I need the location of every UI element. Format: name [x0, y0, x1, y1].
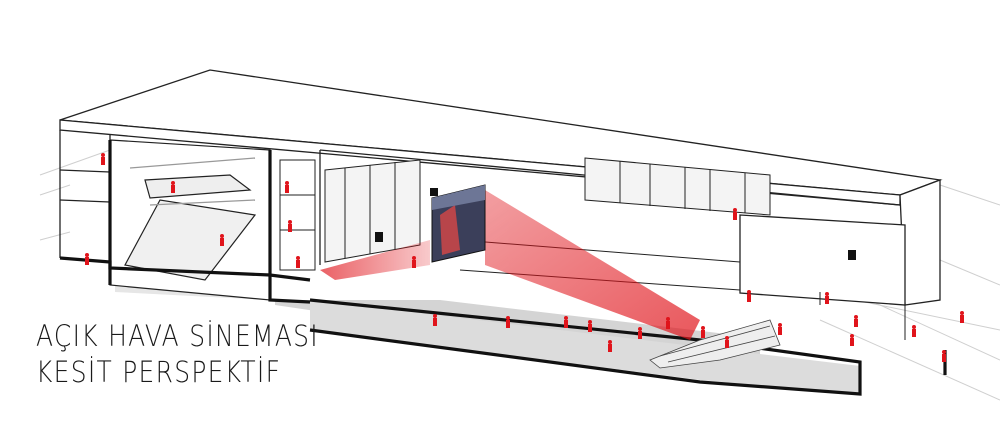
black-boxes: [375, 188, 856, 260]
auditorium: [109, 139, 271, 301]
person-icon: [825, 292, 829, 304]
person-icon: [101, 153, 105, 165]
glass-box-right: [584, 157, 771, 216]
person-icon: [285, 181, 289, 193]
projection-beams: [320, 190, 700, 340]
person-icon: [960, 311, 964, 323]
stalls-seats: [124, 199, 257, 281]
person-icon: [850, 334, 854, 346]
person-icon: [296, 256, 300, 268]
person-icon: [412, 256, 416, 268]
person-icon: [733, 208, 737, 220]
projection-screen: [431, 184, 486, 263]
person-icon: [608, 340, 612, 352]
glass-boxes: [324, 157, 771, 263]
caption-subtitle: KESİT PERSPEKTİF: [36, 355, 282, 389]
secondary-beam: [320, 240, 430, 280]
section-cut: [59, 140, 947, 396]
diagram-caption: AÇIK HAVA SİNEMASI KESİT PERSPEKTİF: [36, 318, 365, 390]
end-block: [899, 179, 941, 306]
person-icon: [220, 234, 224, 246]
lower-ground: [310, 300, 860, 394]
person-icon: [588, 320, 592, 332]
person-icon: [725, 336, 729, 348]
caption-title: AÇIK HAVA SİNEMASI: [36, 319, 319, 353]
person-icon: [854, 315, 858, 327]
person-icon: [701, 326, 705, 338]
person-icon: [778, 323, 782, 335]
main-beam: [485, 190, 700, 340]
person-icon: [638, 327, 642, 339]
person-icon: [666, 317, 670, 329]
person-icon: [85, 253, 89, 265]
end-block-front: [739, 214, 906, 306]
people: [85, 153, 964, 362]
person-icon: [171, 181, 175, 193]
person-icon: [433, 314, 437, 326]
person-icon: [747, 290, 751, 302]
person-icon: [288, 220, 292, 232]
person-icon: [942, 350, 946, 362]
person-icon: [912, 325, 916, 337]
person-icon: [564, 316, 568, 328]
person-icon: [506, 316, 510, 328]
outdoor-seating: [649, 319, 781, 369]
